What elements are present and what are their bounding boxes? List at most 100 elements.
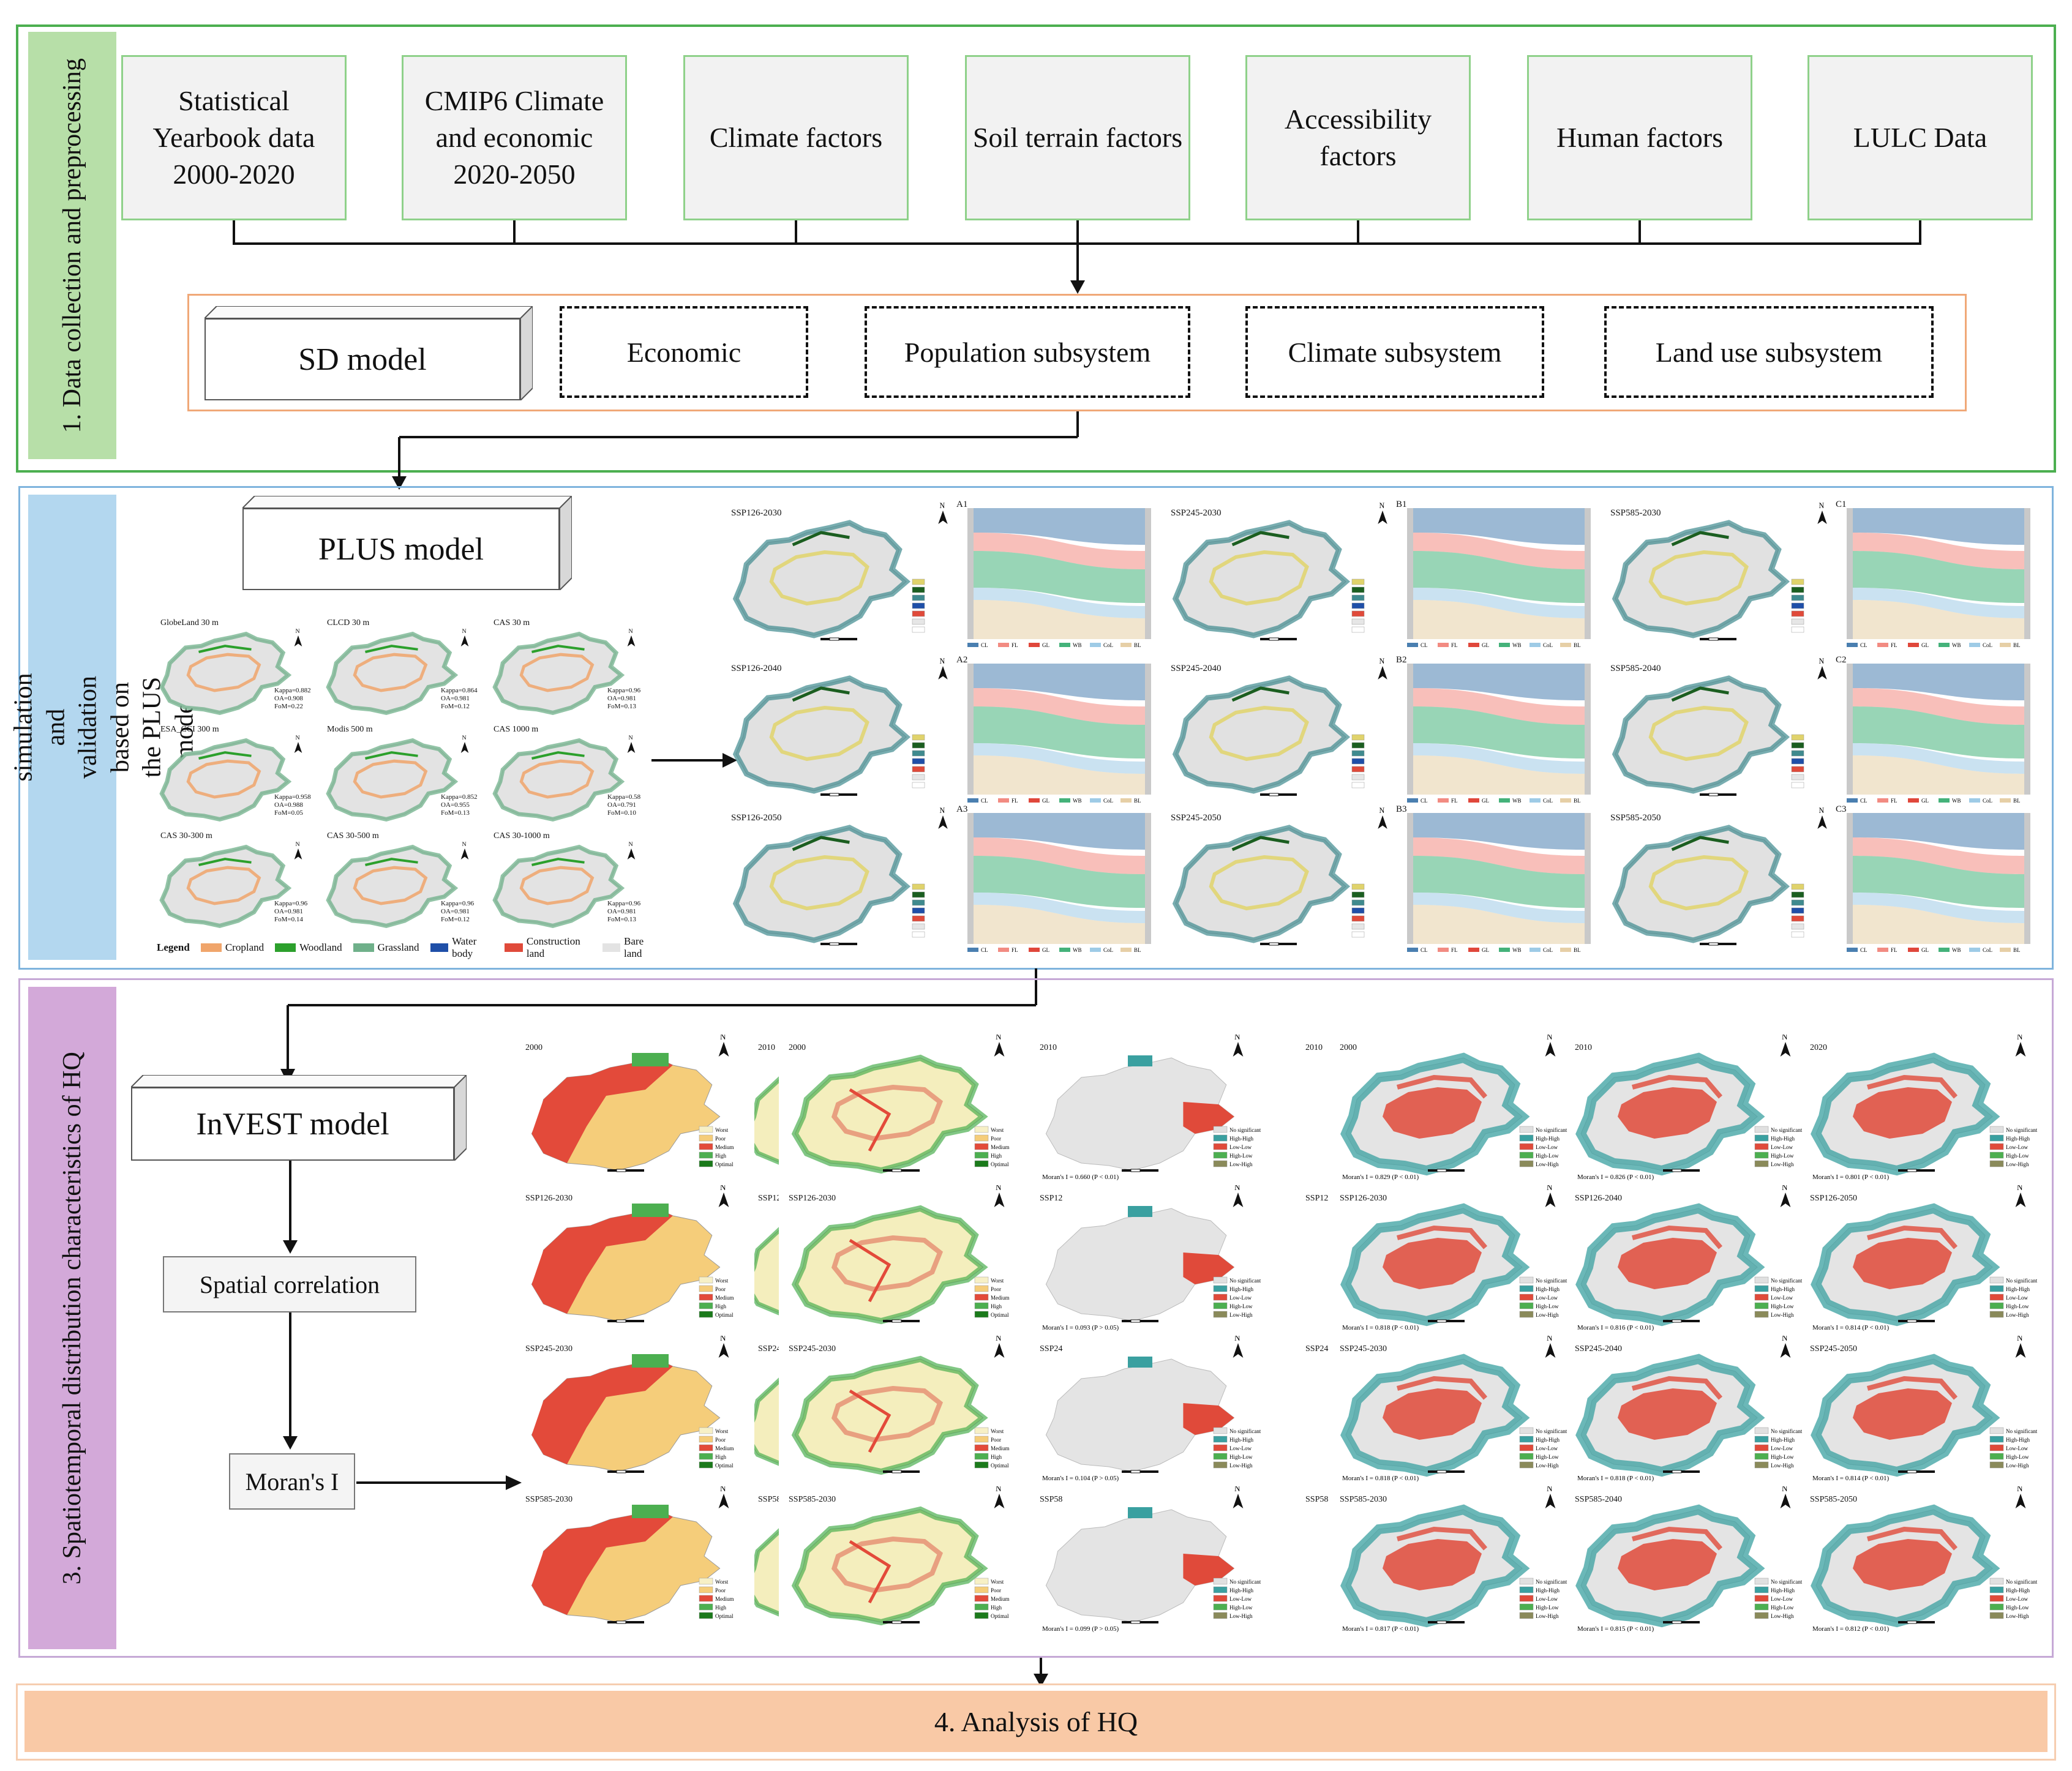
source-text: Accessibility factors	[1284, 103, 1432, 171]
svg-text:N: N	[629, 841, 633, 848]
svg-text:FL: FL	[1891, 642, 1897, 648]
subsystem-text: Climate subsystem	[1288, 336, 1502, 368]
map-legend-label: Medium	[991, 1445, 1010, 1451]
map-legend-label: Low-Low	[1229, 1445, 1252, 1451]
map-legend-label: Low-Low	[1536, 1295, 1558, 1301]
svg-text:N: N	[1782, 1336, 1788, 1342]
map-legend-label: High-Low	[1771, 1303, 1794, 1309]
svg-text:N: N	[462, 628, 467, 635]
map-legend-label: High-Low	[1536, 1303, 1559, 1309]
map-legend-label: High-High	[1536, 1437, 1560, 1443]
scenario-title: SSP585-2050	[1610, 813, 1661, 823]
arrow-sd-to-plus	[392, 411, 1079, 490]
map-legend-label: Optimal	[715, 1613, 734, 1619]
invest-model-depth	[131, 1075, 467, 1161]
svg-text:CoL: CoL	[1543, 642, 1553, 648]
subsystem-economic: Economic	[560, 306, 808, 398]
map-legend-label: Low-Low	[2006, 1596, 2028, 1602]
map-legend-label: Worst	[715, 1127, 729, 1133]
map-legend-label: Medium	[991, 1144, 1010, 1150]
svg-text:N: N	[996, 1336, 1002, 1342]
svg-text:FL: FL	[1012, 947, 1018, 953]
validation-stat: OA=0.988	[274, 801, 303, 809]
lisa-grid-map-graphic: No significantHigh-HighLow-LowHigh-LowLo…	[1811, 1336, 2038, 1482]
lisa-grid-map-graphic: No significantHigh-HighLow-LowHigh-LowLo…	[1575, 1185, 1803, 1331]
map-title: SSP585-2030	[525, 1495, 573, 1504]
scenario-tag: C1	[1836, 500, 1847, 509]
map-legend-label: No significant	[1229, 1127, 1261, 1133]
hq-grid-map-graphic	[754, 1377, 779, 1466]
svg-text:BL: BL	[2013, 947, 2021, 953]
map-title: SSP585-2040	[1575, 1495, 1623, 1504]
hq-grid-map: SSP24	[754, 1336, 779, 1486]
map-legend-label: No significant	[1229, 1428, 1261, 1434]
svg-text:CoL: CoL	[1103, 798, 1113, 804]
arrow-to-analysis	[1034, 1658, 1048, 1687]
svg-text:CL: CL	[1860, 947, 1867, 953]
svg-text:N: N	[1782, 1035, 1788, 1041]
map-legend-label: Optimal	[991, 1161, 1009, 1167]
source-box-6: Human factors	[1527, 55, 1752, 220]
svg-text:BL: BL	[1134, 947, 1141, 953]
validation-stat: FoM=0.14	[274, 916, 303, 923]
svg-text:CoL: CoL	[1103, 642, 1113, 648]
svg-text:CL: CL	[981, 798, 988, 804]
svg-text:CoL: CoL	[1983, 798, 1992, 804]
validation-map-title: CLCD 30 m	[327, 618, 370, 627]
section-4-bar: 4. Analysis of HQ	[24, 1691, 2048, 1752]
section-2-label: 2. Land-use simulation and validation ba…	[0, 495, 199, 960]
validation-stat: FoM=0.13	[607, 916, 636, 923]
map-legend-label: Low-High	[1771, 1462, 1794, 1469]
svg-text:N: N	[2017, 1185, 2023, 1192]
map-legend-label: High-High	[1536, 1286, 1560, 1292]
map-legend-label: No significant	[2006, 1579, 2038, 1585]
map-legend-label: Low-High	[1229, 1312, 1253, 1318]
map-title: 2010	[1040, 1043, 1057, 1052]
svg-text:BL: BL	[2013, 642, 2021, 648]
map-legend-label: Low-Low	[1771, 1596, 1793, 1602]
grid-morans-text: Moran's I = 0.818 (P < 0.01)	[1342, 1324, 1419, 1331]
svg-text:N: N	[1234, 1035, 1241, 1041]
scenario-title: SSP245-2040	[1171, 664, 1222, 673]
svg-text:N: N	[996, 1486, 1002, 1493]
svg-text:FL: FL	[1451, 947, 1458, 953]
svg-text:N: N	[296, 841, 300, 848]
validation-stat: Kappa=0.96	[607, 687, 641, 694]
map-legend-label: Medium	[715, 1144, 734, 1150]
subsystem-text: Population subsystem	[904, 336, 1151, 368]
validation-map-graphic: N	[159, 735, 302, 822]
map-title: SSP58	[758, 1495, 779, 1504]
svg-text:CL: CL	[1421, 798, 1428, 804]
map-legend-label: Low-Low	[1771, 1144, 1793, 1150]
map-legend-label: Low-High	[1771, 1161, 1794, 1167]
validation-map-title: CAS 30-300 m	[160, 831, 212, 841]
validation-map-graphic: N	[492, 735, 636, 822]
grid-morans-text: Moran's I = 0.817 (P < 0.01)	[1342, 1625, 1419, 1633]
map-legend-label: No significant	[1536, 1579, 1567, 1585]
svg-text:CL: CL	[981, 642, 988, 648]
validation-map-title: Modis 500 m	[327, 725, 373, 734]
plus-model-label: PLUS model	[242, 508, 560, 590]
map-title: SSP24	[1040, 1344, 1063, 1354]
map-legend-label: Optimal	[991, 1462, 1009, 1469]
svg-text:FL: FL	[1012, 798, 1018, 804]
svg-text:N: N	[1234, 1486, 1241, 1493]
map-legend-label: Medium	[991, 1295, 1010, 1301]
grid-morans-text: Moran's I = 0.812 (P < 0.01)	[1812, 1625, 1890, 1633]
svg-text:CL: CL	[1421, 947, 1428, 953]
svg-text:WB: WB	[1512, 947, 1522, 953]
spatial-correlation-box: Spatial correlation	[163, 1256, 416, 1312]
